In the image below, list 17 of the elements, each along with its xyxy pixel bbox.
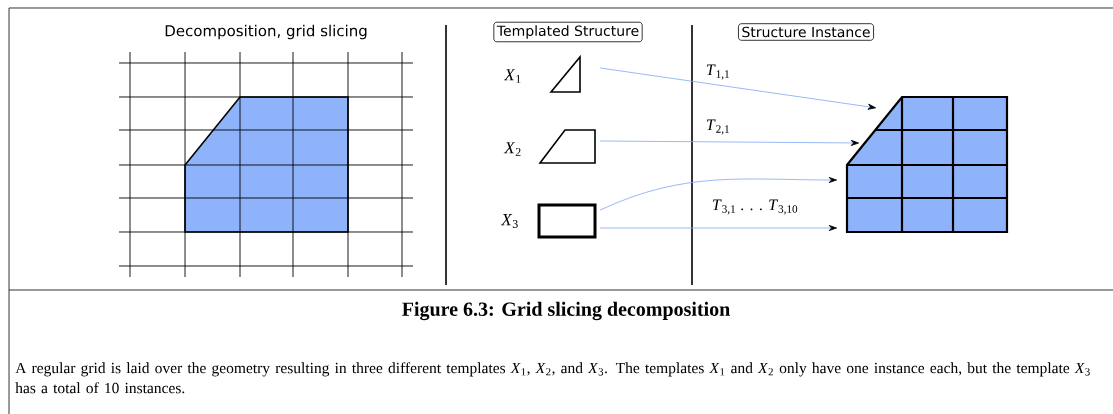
heading-box: Templated Structure — [493, 21, 643, 43]
caption-text: A regular grid is laid over the geometry resulting in three different templates X$_{1}$, X$_{2}$, and X$_{3}$. The templates X$_{1}$ and X$_{2}$ only have one instance each, but the template X$_{3}$ has a total of 10 instances. — [15, 362, 1090, 394]
variable-label: X$_{1}$ — [503, 69, 521, 83]
heading-box: Structure Instance — [738, 23, 874, 41]
arrow — [599, 177, 837, 211]
edge-label: T$_{3,1}$ . . . T$_{3,10}$ — [710, 198, 800, 216]
figure-caption: Figure 6.3: Grid slicing decomposition — [402, 301, 730, 321]
arrow — [599, 225, 837, 231]
rectangle-shape — [537, 203, 597, 239]
edge-label: T$_{1,1}$ — [704, 63, 732, 81]
variable-label: X$_{3}$ — [500, 214, 518, 228]
panel-title: Decomposition, grid slicing — [165, 24, 367, 40]
edge-label: T$_{2,1}$ — [704, 118, 732, 136]
arrow — [599, 67, 876, 110]
instance-grid-drawing — [845, 95, 1009, 234]
variable-label: X$_{2}$ — [503, 142, 521, 156]
arrow — [599, 139, 859, 146]
